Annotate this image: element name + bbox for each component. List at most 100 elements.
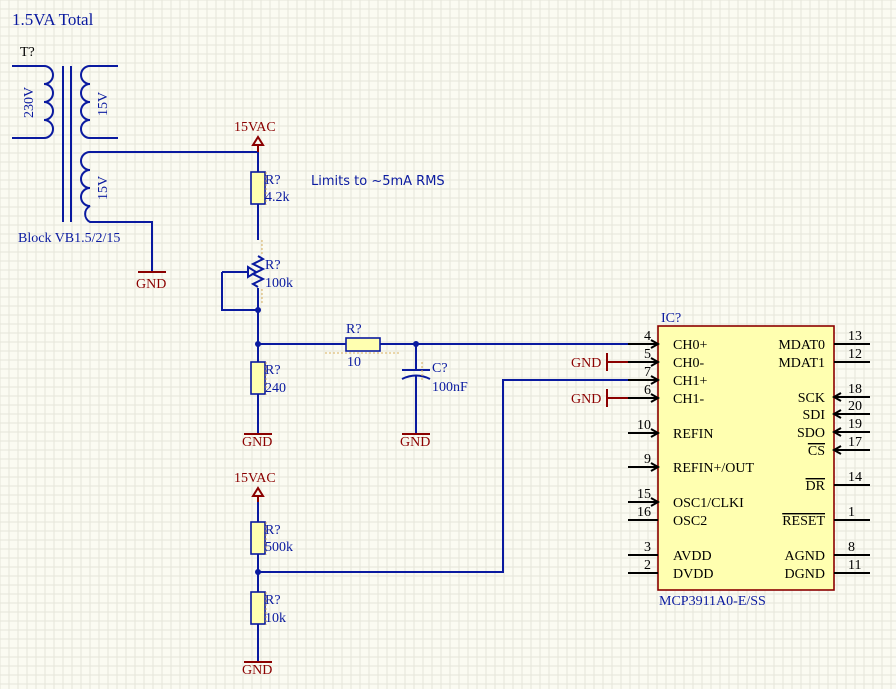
r-limit-value: 4.2k — [265, 190, 290, 205]
ic-pin-name: DGND — [785, 567, 825, 582]
r-shunt-designator: R? — [265, 363, 281, 378]
ic-pin-name: SCK — [798, 391, 825, 406]
resistor-4k2 — [250, 171, 266, 205]
cap-designator: C? — [432, 361, 448, 376]
ic-pin-number: 20 — [848, 399, 862, 414]
r-div-bot-designator: R? — [265, 593, 281, 608]
ic-pin-number: 16 — [637, 505, 651, 520]
transformer: T? 230V 15V 15V Block VB1.5/2/15 — [12, 45, 258, 272]
ic-pins: 4CH0+5CH0-7CH1+6CH1-10REFIN9REFIN+/OUT15… — [628, 329, 870, 582]
gnd-label-ch0-neg: GND — [571, 356, 601, 371]
ic-pin-number: 14 — [848, 470, 862, 485]
ic-pin-number: 12 — [848, 347, 862, 362]
ic-pin-name: DVDD — [673, 567, 713, 582]
ic-pin-name: RESET — [782, 514, 825, 529]
ic-mcp3911: IC? MCP3911A0-E/SS 4CH0+5CH0-7CH1+6CH1-1… — [628, 311, 870, 609]
r-shunt-value: 240 — [265, 381, 286, 396]
ic-pin-name: REFIN — [673, 427, 713, 442]
r-pot-value: 100k — [265, 276, 293, 291]
power-port-15vac-top-label: 15VAC — [234, 120, 276, 135]
transformer-secondary2-label: 15V — [96, 176, 111, 200]
ic-pin-number: 2 — [644, 558, 651, 573]
ic-pin-number: 7 — [644, 365, 651, 380]
ic-pin-name: DR — [806, 479, 826, 494]
r-series-designator: R? — [346, 322, 362, 337]
resistor-240 — [250, 361, 266, 395]
gnd-symbol-ch0-neg: GND — [571, 353, 640, 371]
gnd-label-shunt: GND — [242, 435, 272, 450]
r-limit-designator: R? — [265, 173, 281, 188]
ic-pin-name: SDI — [802, 408, 825, 423]
ic-pin-name: CH1+ — [673, 374, 707, 389]
transformer-secondary1-label: 15V — [96, 92, 111, 116]
ic-pin-name: REFIN+/OUT — [673, 461, 754, 476]
gnd-symbol-transformer: GND — [136, 271, 166, 292]
gnd-symbol-shunt: GND — [242, 433, 272, 450]
cap-value: 100nF — [432, 380, 468, 395]
ic-pin-name: MDAT1 — [778, 356, 825, 371]
ic-pin-number: 11 — [848, 558, 861, 573]
ic-pin-number: 4 — [644, 329, 651, 344]
ic-pin-number: 17 — [848, 435, 862, 450]
ic-pin-number: 1 — [848, 505, 855, 520]
ic-pin-number: 6 — [644, 383, 651, 398]
gnd-symbol-divider: GND — [242, 661, 272, 678]
ic-pin-number: 13 — [848, 329, 862, 344]
r-div-bot-value: 10k — [265, 611, 286, 626]
ic-pin-number: 10 — [637, 418, 651, 433]
ic-pin-name: MDAT0 — [778, 338, 825, 353]
r-series-value: 10 — [347, 355, 361, 370]
gnd-label-transformer: GND — [136, 277, 166, 292]
transformer-primary-label: 230V — [22, 87, 37, 118]
power-port-15vac-top: 15VAC — [234, 120, 276, 152]
capacitor-100nf: C? 100nF — [401, 344, 468, 434]
wire-ch1 — [258, 379, 640, 573]
ic-pin-number: 15 — [637, 487, 651, 502]
ic-pin-number: 8 — [848, 540, 855, 555]
resistor-500k — [250, 521, 266, 555]
gnd-symbol-cap: GND — [400, 433, 430, 450]
ic-pin-name: AVDD — [673, 549, 712, 564]
transformer-primary-winding — [12, 65, 54, 139]
ic-body — [657, 325, 835, 591]
ic-designator: IC? — [661, 311, 681, 326]
r-pot-designator: R? — [265, 258, 281, 273]
ic-pin-name: CH1- — [673, 392, 704, 407]
power-port-15vac-bottom-label: 15VAC — [234, 471, 276, 486]
ic-part-number: MCP3911A0-E/SS — [659, 594, 766, 609]
junction-pot — [255, 307, 261, 313]
resistor-10k — [250, 591, 266, 625]
ic-pin-name: CH0+ — [673, 338, 707, 353]
transformer-designator: T? — [20, 45, 35, 60]
ic-pin-name: AGND — [785, 549, 825, 564]
gnd-label-cap: GND — [400, 435, 430, 450]
ic-pin-name: OSC2 — [673, 514, 707, 529]
power-port-15vac-bottom: 15VAC — [234, 471, 276, 502]
transformer-secondary-winding-1 — [80, 65, 118, 139]
ic-pin-name: SDO — [797, 426, 825, 441]
ic-pin-number: 5 — [644, 347, 651, 362]
gnd-label-ch1-neg: GND — [571, 392, 601, 407]
resistor-10 — [345, 337, 381, 352]
transformer-secondary-winding-2 — [80, 151, 258, 272]
